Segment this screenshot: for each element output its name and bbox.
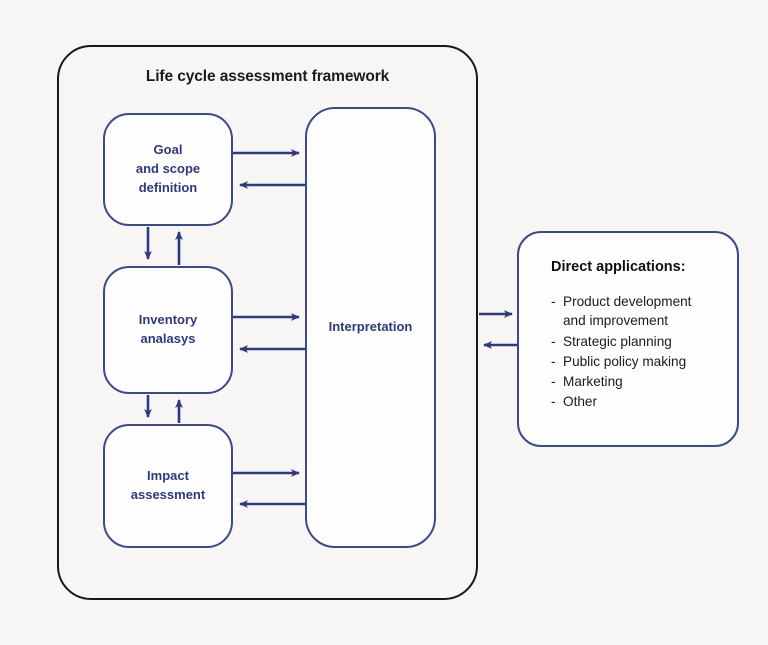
direct-applications-list: Product development and improvement Stra… bbox=[551, 292, 717, 412]
framework-container bbox=[57, 45, 478, 600]
list-item: Marketing bbox=[551, 372, 717, 392]
direct-applications-box[interactable]: Direct applications: Product development… bbox=[517, 231, 739, 447]
page-title: Life cycle assessment framework bbox=[145, 68, 390, 85]
list-item: Product development and improvement bbox=[551, 292, 717, 331]
list-item: Other bbox=[551, 392, 717, 412]
stage-box-interpretation[interactable]: Interpretation bbox=[305, 107, 436, 548]
stage-label-impact: Impact assessment bbox=[130, 468, 206, 502]
list-item-continuation: and improvement bbox=[563, 313, 669, 329]
stage-box-impact[interactable]: Impact assessment bbox=[103, 424, 233, 548]
list-item: Public policy making bbox=[551, 352, 717, 372]
list-item: Strategic planning bbox=[551, 332, 717, 352]
stage-label-inventory: Inventory analasys bbox=[138, 312, 198, 346]
direct-applications-title: Direct applications: bbox=[551, 259, 686, 275]
stage-label-interpretation: Interpretation bbox=[328, 319, 413, 335]
stage-box-inventory[interactable]: Inventory analasys bbox=[103, 266, 233, 394]
stage-label-goal: Goal and scope definition bbox=[135, 142, 201, 195]
stage-box-goal[interactable]: Goal and scope definition bbox=[103, 113, 233, 226]
